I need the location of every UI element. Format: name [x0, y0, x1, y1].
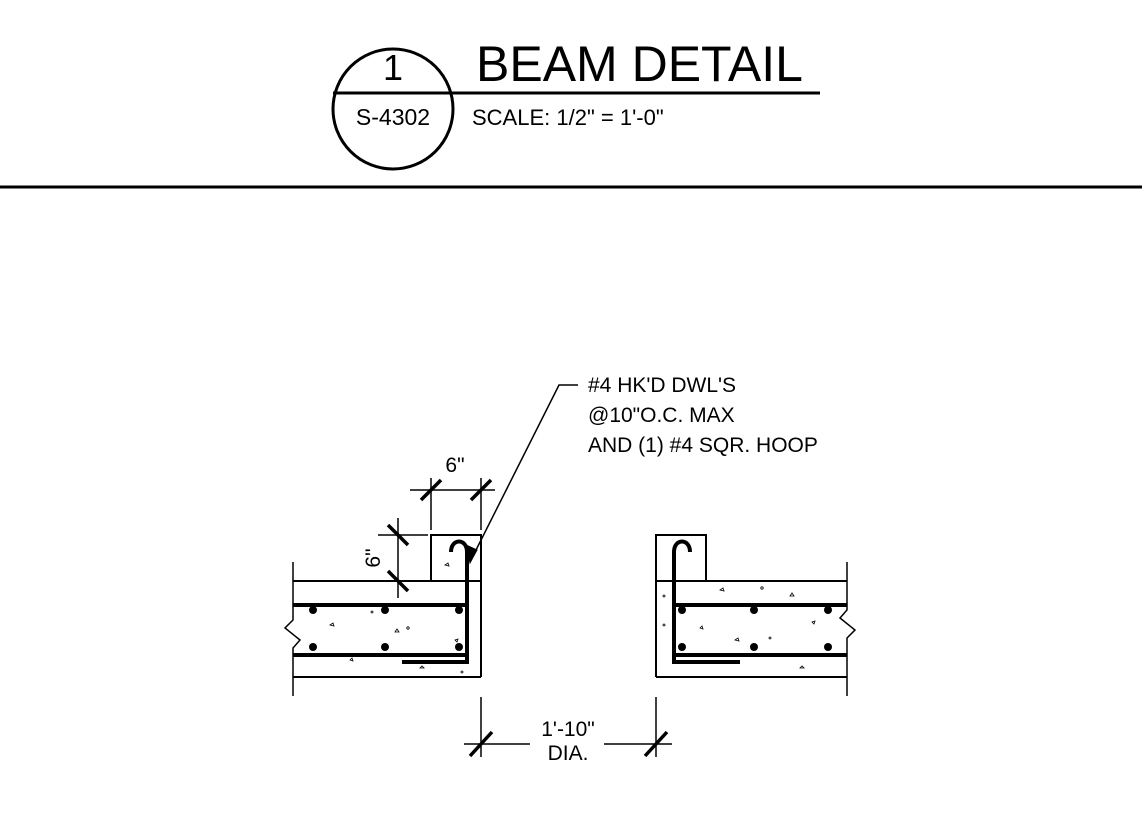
right-beam-section	[655, 534, 857, 696]
callout-leader	[465, 384, 578, 565]
right-rebar-dots	[678, 606, 832, 651]
detail-bubble	[331, 47, 455, 171]
left-beam-section	[283, 534, 482, 696]
right-break-line	[838, 584, 857, 674]
left-break-line	[283, 584, 302, 674]
callout-line-3: AND (1) #4 SQR. HOOP	[588, 434, 818, 457]
title-block: 1 S-4302 BEAM DETAIL SCALE: 1/2" = 1'-0"	[0, 36, 1142, 189]
left-concrete-texture	[329, 562, 464, 674]
right-concrete-texture	[662, 586, 816, 669]
dimension-side-label: 6"	[362, 548, 385, 567]
right-hooked-dowel	[672, 539, 740, 664]
dimension-opening-label: 1'-10"	[541, 718, 595, 741]
left-hooked-dowel	[402, 539, 469, 664]
dimension-side-6in	[378, 518, 428, 598]
callout-line-2: @10"O.C. MAX	[588, 404, 735, 427]
dimension-opening	[464, 697, 672, 758]
callout-line-1: #4 HK'D DWL'S	[588, 374, 736, 397]
left-rebar-dots	[309, 606, 463, 651]
sheet-number: S-4302	[356, 104, 430, 130]
drawing-scale: SCALE: 1/2" = 1'-0"	[472, 105, 664, 130]
right-curb-block	[655, 534, 707, 582]
drawing-title: BEAM DETAIL	[476, 36, 803, 92]
left-curb-block	[430, 534, 482, 582]
dimension-top-label: 6"	[445, 454, 464, 477]
detail-number: 1	[383, 47, 403, 88]
dimension-top-6in	[410, 478, 495, 530]
dimension-opening-note: DIA.	[548, 742, 589, 765]
